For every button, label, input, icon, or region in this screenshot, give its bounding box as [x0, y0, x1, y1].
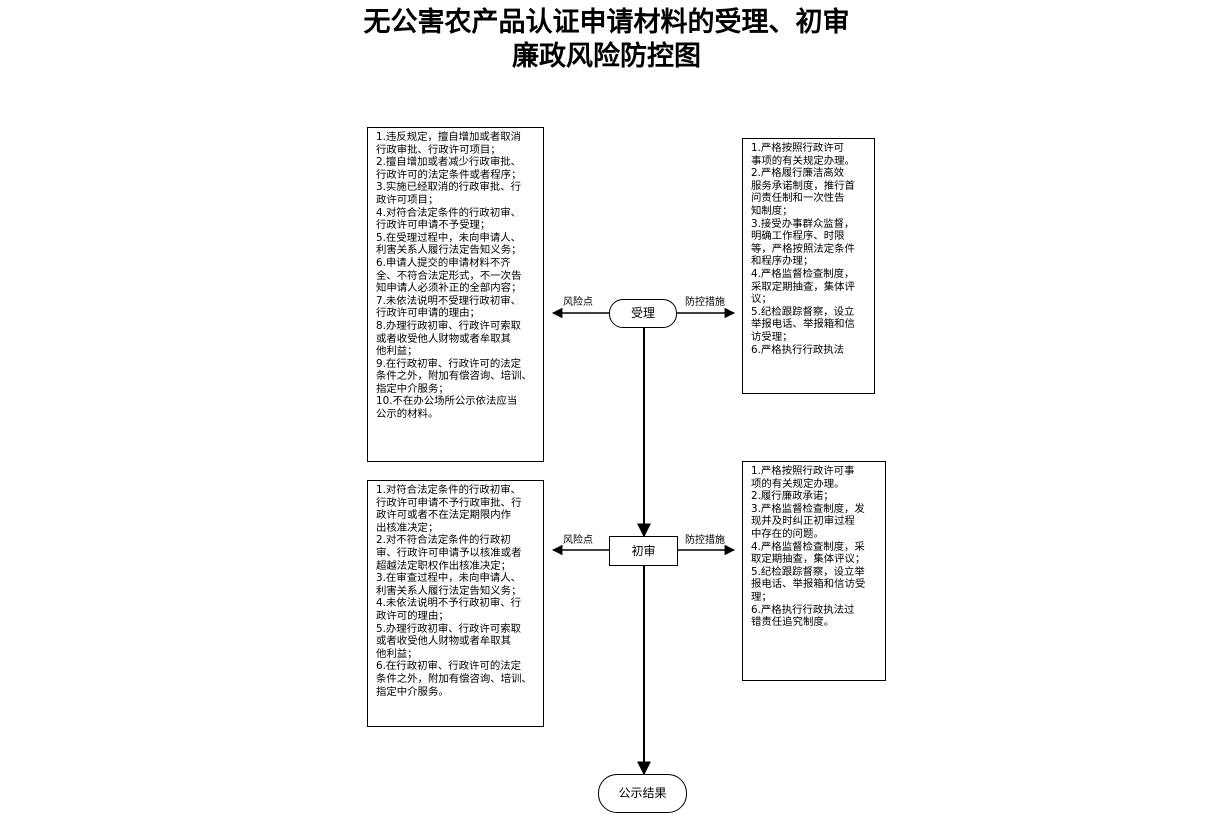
- box-line: 议；: [751, 293, 772, 306]
- box-line: 取定期抽查，集体评议；: [751, 553, 866, 566]
- box-line: 指定中介服务。: [376, 685, 449, 698]
- box-line: 2.履行廉政承诺；: [751, 490, 834, 503]
- control-box-review: 1.严格按照行政许可事项的有关规定办理。2.履行廉政承诺；3.严格监督检查制度，…: [742, 461, 886, 681]
- box-line: 3.接受办事群众监督，: [751, 217, 855, 230]
- box-line: 1.违反规定，擅自增加或者取消: [376, 131, 521, 143]
- box-line: 5.办理行政初审、行政许可索取: [376, 622, 521, 635]
- box-line: 访受理；: [751, 330, 793, 343]
- box-line: 7.未依法说明不受理行政初审、: [376, 294, 521, 307]
- box-line: 5.在受理过程中，未向申请人、: [376, 231, 521, 244]
- node-review: 初审: [609, 536, 678, 566]
- risk-point-label-1: 风险点: [563, 297, 593, 308]
- box-line: 6.在行政初审、行政许可的法定: [376, 660, 521, 673]
- box-line: 行政许可申请的理由；: [376, 307, 480, 320]
- box-line: 利害关系人履行法定告知义务；: [376, 584, 522, 597]
- box-line: 和程序办理；: [751, 255, 814, 268]
- node-accept: 受理: [609, 299, 677, 328]
- box-line: 2.对不符合法定条件的行政初: [376, 534, 511, 547]
- risk-box-accept: 1.违反规定，擅自增加或者取消行政审批、行政许可项目；2.擅自增加或者减少行政审…: [367, 127, 544, 462]
- box-line: 3.在审查过程中，未向申请人、: [376, 572, 521, 585]
- box-line: 他利益；: [376, 647, 418, 660]
- control-measures-label-1: 防控措施: [685, 297, 725, 308]
- box-line: 6.严格执行行政执法: [751, 343, 845, 356]
- box-line: 错责任追究制度。: [751, 616, 835, 629]
- box-line: 采取定期抽查，集体评: [751, 280, 855, 293]
- box-line: 2.严格履行廉洁高效: [751, 167, 845, 180]
- risk-point-label-2: 风险点: [563, 535, 593, 546]
- box-line: 4.严格监督检查制度，采: [751, 540, 865, 553]
- box-line: 4.严格监督检查制度，: [751, 267, 855, 280]
- box-line: 全、不符合法定形式，不一次告: [376, 269, 522, 282]
- box-line: 行政许可的法定条件或者程序；: [376, 168, 522, 181]
- box-line: 5.纪检跟踪督察，设立举: [751, 565, 865, 578]
- box-line: 5.纪检跟踪督察，设立: [751, 305, 855, 318]
- box-line: 1.对符合法定条件的行政初审、: [376, 484, 521, 496]
- box-line: 利害关系人履行法定告知义务；: [376, 244, 522, 257]
- box-line: 2.擅自增加或者减少行政审批、: [376, 156, 521, 169]
- page-title-line2: 廉政风险防控图: [512, 41, 701, 72]
- control-box-accept: 1.严格按照行政许可事项的有关规定办理。2.严格履行廉洁高效服务承诺制度，推行首…: [742, 138, 875, 394]
- box-line: 6.严格执行行政执法过: [751, 603, 855, 616]
- box-line: 条件之外，附加有偿咨询、培训、: [376, 370, 532, 383]
- box-line: 出核准决定；: [376, 521, 439, 534]
- box-line: 6.申请人提交的申请材料不齐: [376, 256, 511, 269]
- node-publish: 公示结果: [598, 774, 687, 813]
- box-line: 条件之外，附加有偿咨询、培训、: [376, 672, 532, 685]
- box-line: 10.不在办公场所公示依法应当: [376, 395, 518, 408]
- box-line: 明确工作程序、时限: [751, 230, 845, 243]
- box-line: 项的有关规定办理。: [751, 477, 845, 490]
- control-measures-label-2: 防控措施: [685, 535, 725, 546]
- box-line: 或者收受他人财物或者牟取其: [376, 332, 512, 345]
- risk-box-review: 1.对符合法定条件的行政初审、行政许可申请不予行政审批、行政许可或者不在法定期限…: [367, 480, 544, 727]
- box-line: 1.严格按照行政许可: [751, 142, 845, 154]
- box-line: 1.严格按照行政许可事: [751, 465, 855, 477]
- box-line: 举报电话、举报箱和信: [751, 318, 855, 331]
- box-line: 政许可的理由；: [376, 609, 449, 622]
- box-line: 公示的材料。: [376, 408, 439, 421]
- box-line: 知制度；: [751, 204, 793, 217]
- box-line: 政许可项目；: [376, 193, 439, 206]
- box-line: 事项的有关规定办理。: [751, 154, 855, 167]
- box-line: 知申请人必须补正的全部内容；: [376, 282, 522, 295]
- box-line: 4.对符合法定条件的行政初审、: [376, 206, 521, 219]
- box-line: 行政审批、行政许可项目；: [376, 143, 501, 156]
- box-line: 他利益；: [376, 345, 418, 358]
- box-line: 理；: [751, 590, 772, 603]
- box-line: 等，严格按照法定条件: [751, 242, 855, 255]
- box-line: 8.办理行政初审、行政许可索取: [376, 319, 521, 332]
- box-line: 服务承诺制度，推行首: [751, 179, 855, 192]
- box-line: 3.严格监督检查制度，发: [751, 502, 865, 515]
- box-line: 3.实施已经取消的行政审批、行: [376, 181, 521, 194]
- box-line: 审、行政许可申请予以核准或者: [376, 546, 522, 559]
- box-line: 行政许可申请不予行政审批、行: [376, 496, 522, 509]
- box-line: 行政许可申请不予受理；: [376, 219, 491, 232]
- box-line: 9.在行政初审、行政许可的法定: [376, 357, 521, 370]
- box-line: 中存在的问题。: [751, 527, 824, 540]
- box-line: 或者收受他人财物或者牟取其: [376, 635, 512, 648]
- box-line: 现并及时纠正初审过程: [751, 515, 855, 528]
- box-line: 超越法定职权作出核准决定；: [376, 559, 512, 572]
- box-line: 指定中介服务；: [376, 382, 449, 395]
- box-line: 问责任制和一次性告: [751, 192, 845, 205]
- box-line: 报电话、举报箱和信访受: [751, 578, 866, 591]
- box-line: 政许可或者不在法定期限内作: [376, 509, 512, 522]
- box-line: 4.未依法说明不予行政初审、行: [376, 597, 521, 610]
- page-title-line1: 无公害农产品认证申请材料的受理、初审: [363, 7, 850, 38]
